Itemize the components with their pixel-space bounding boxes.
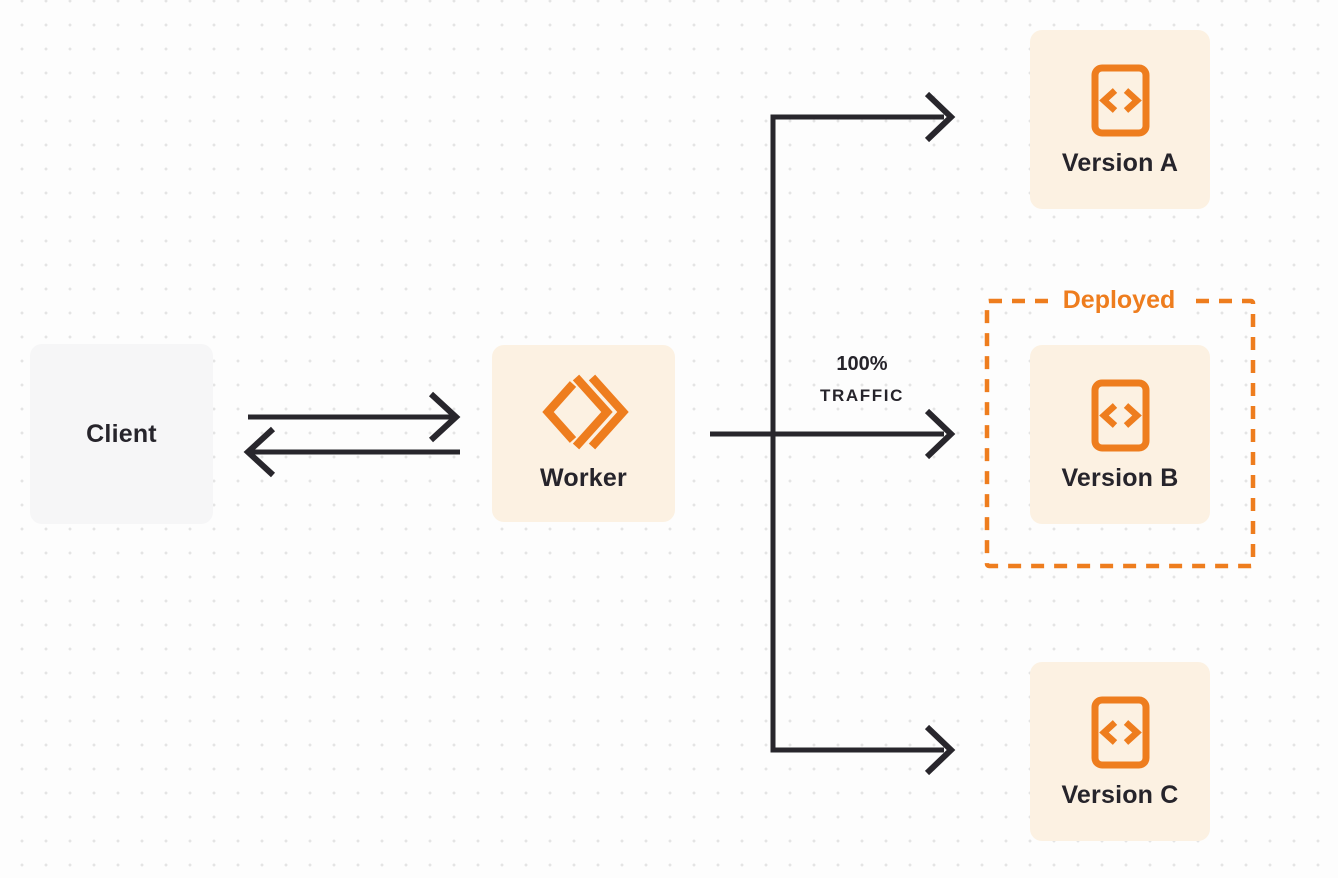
deployed-label: Deployed — [1050, 286, 1188, 315]
arrowhead-left-icon — [243, 426, 276, 478]
arrow-group — [243, 91, 956, 776]
arrowhead-right-icon — [924, 91, 956, 143]
code-file-icon — [1091, 379, 1150, 452]
version-c-label: Version C — [1061, 780, 1179, 809]
version-c-node: Version C — [1030, 662, 1210, 841]
client-node: Client — [30, 344, 213, 524]
version-b-label: Version B — [1061, 463, 1179, 492]
traffic-percent-text: 100% — [836, 353, 888, 375]
arrowhead-right-icon — [924, 408, 956, 460]
client-label: Client — [86, 419, 157, 448]
code-file-icon — [1091, 696, 1150, 769]
version-b-node: Version B — [1030, 345, 1210, 524]
traffic-annotation: 100% TRAFFIC — [820, 348, 904, 412]
worker-node: Worker — [492, 345, 675, 522]
code-file-icon — [1091, 64, 1150, 137]
version-a-node: Version A — [1030, 30, 1210, 209]
workers-logo-icon — [539, 374, 629, 450]
deployed-boundary — [984, 298, 1256, 569]
version-a-label: Version A — [1061, 148, 1179, 177]
arrowhead-right-icon — [428, 391, 461, 443]
arrowhead-right-icon — [924, 724, 956, 776]
traffic-word-text: TRAFFIC — [820, 386, 904, 405]
worker-label: Worker — [540, 464, 627, 492]
